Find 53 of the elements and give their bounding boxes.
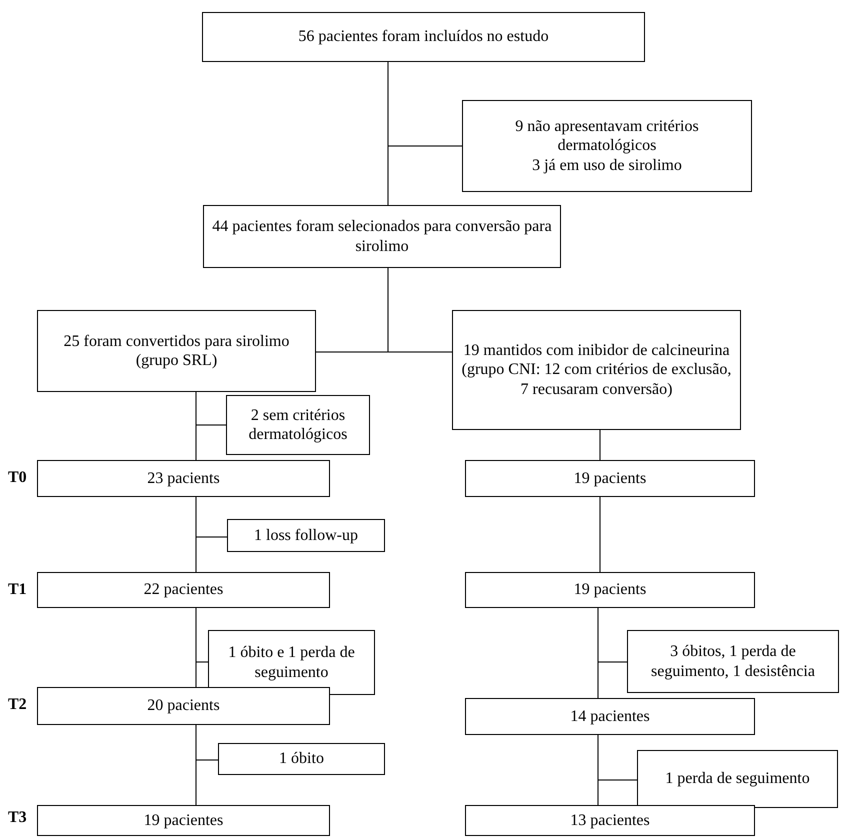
box-text: 22 pacientes: [144, 580, 224, 600]
process-box: [637, 750, 838, 808]
box-text: 20 pacients: [147, 696, 220, 716]
box-text: 19 pacients: [574, 580, 646, 600]
process-box: [208, 630, 375, 695]
process-box: [465, 805, 755, 836]
box-text: 23 pacients: [147, 468, 220, 488]
process-box: [202, 12, 645, 62]
process-box: [465, 572, 755, 608]
box-text: 3 já em uso de sirolimo: [532, 156, 682, 175]
process-box: [452, 310, 741, 430]
connector-line: [388, 268, 452, 352]
time-point-label: T0: [8, 468, 27, 488]
process-box: [465, 460, 755, 497]
box-text: 13 pacientes: [570, 810, 650, 830]
process-box: [37, 687, 330, 725]
box-text: 9 não apresentavam critérios dermatológicos: [514, 117, 700, 156]
box-text: 14 pacientes: [570, 706, 650, 726]
box-text: 25 foram convertidos para sirolimo: [64, 332, 290, 351]
connector-line: [196, 392, 226, 426]
box-text: 19 mantidos com inibidor de calcineurina: [463, 341, 730, 360]
box-text: 56 pacientes foram incluídos no estudo: [298, 27, 549, 47]
process-box: [37, 572, 330, 608]
connector-line: [598, 608, 628, 662]
box-text: 19 pacients: [574, 468, 646, 488]
box-text: 1 perda de seguimento: [665, 769, 810, 789]
connector-line: [196, 496, 228, 538]
process-box: [203, 205, 561, 268]
connector-line: [598, 734, 638, 780]
box-text: 44 pacientes foram selecionados para conversão para sirolimo: [211, 217, 553, 256]
connector-line: [196, 724, 218, 760]
box-text: 3 óbitos, 1 perda de seguimento, 1 desistência: [650, 642, 816, 681]
time-point-label: T3: [8, 808, 27, 828]
process-box: [462, 100, 752, 192]
process-box: [227, 519, 385, 552]
box-text: (grupo SRL): [136, 351, 218, 370]
connector-line: [388, 62, 462, 146]
time-point-label: T2: [8, 695, 27, 714]
box-text: 1 loss follow-up: [254, 526, 358, 546]
box-text: 1 óbito e 1 perda de seguimento: [227, 643, 356, 682]
process-box: [37, 310, 316, 392]
process-box: [37, 460, 330, 497]
box-text: 19 pacientes: [144, 810, 224, 830]
connector-line: [196, 608, 208, 662]
box-text: 1 óbito: [279, 749, 324, 769]
process-box: [226, 395, 370, 455]
process-box: [627, 630, 839, 693]
process-box: [218, 743, 385, 775]
process-box: [465, 698, 755, 735]
process-box: [37, 805, 330, 836]
box-text: (grupo CNI: 12 com critérios de exclusão, 7 recusaram conversão): [460, 360, 732, 399]
time-point-label: T1: [8, 580, 27, 600]
box-text: 2 sem critérios dermatológicos: [248, 406, 348, 444]
